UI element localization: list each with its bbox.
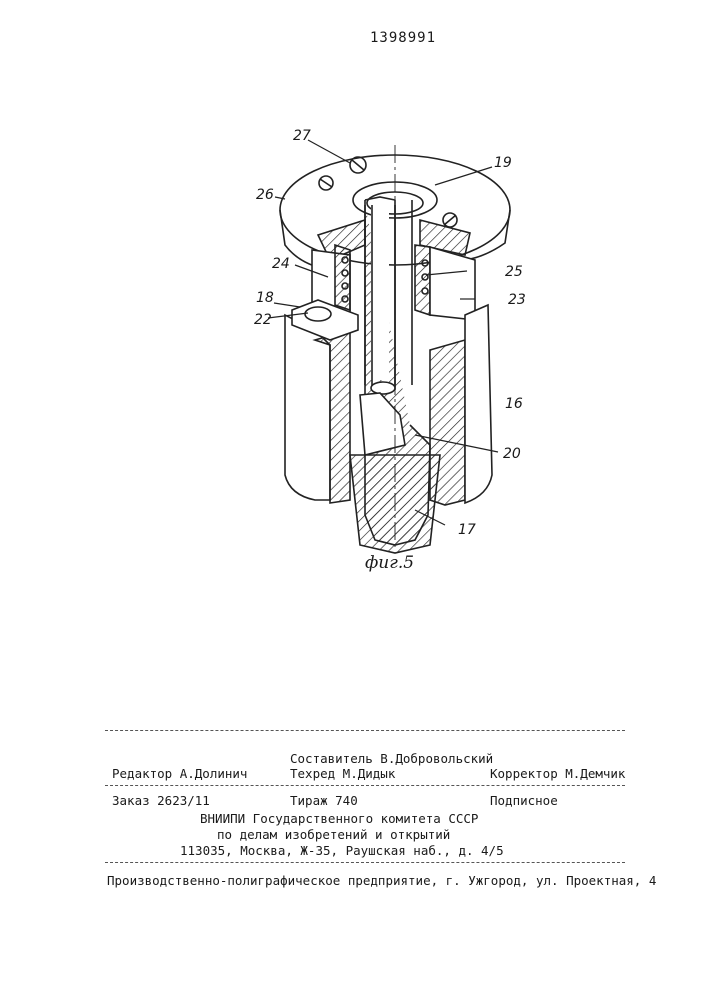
print-run-line: Тираж 740 bbox=[290, 793, 358, 808]
separator-line bbox=[105, 862, 625, 863]
callout-20: 20 bbox=[503, 446, 521, 462]
org-line-2: по делам изобретений и открытий bbox=[217, 827, 450, 842]
callout-18: 18 bbox=[256, 290, 274, 306]
callout-16: 16 bbox=[505, 396, 523, 412]
callout-19: 19 bbox=[494, 155, 512, 171]
callout-23: 23 bbox=[508, 292, 526, 308]
editor-line: Редактор А.Долинич bbox=[112, 766, 247, 781]
org-line-1: ВНИИПИ Государственного комитета СССР bbox=[200, 811, 478, 826]
callout-22: 22 bbox=[254, 312, 272, 328]
callout-24: 24 bbox=[272, 256, 290, 272]
callout-17: 17 bbox=[458, 522, 476, 538]
subscription-line: Подписное bbox=[490, 793, 558, 808]
callout-26: 26 bbox=[256, 187, 274, 203]
org-address: 113035, Москва, Ж-35, Раушская наб., д. … bbox=[180, 843, 504, 858]
figure-caption: фиг.5 bbox=[365, 553, 414, 573]
callout-25: 25 bbox=[505, 264, 523, 280]
callout-27: 27 bbox=[293, 128, 311, 144]
technical-drawing bbox=[230, 125, 560, 555]
separator-line bbox=[105, 730, 625, 731]
corrector-line: Корректор М.Демчик bbox=[490, 766, 625, 781]
composer-line: Составитель В.Добровольский bbox=[290, 751, 493, 766]
separator-line bbox=[105, 785, 625, 786]
techred-line: Техред М.Дидык bbox=[290, 766, 395, 781]
order-line: Заказ 2623/11 bbox=[112, 793, 210, 808]
document-number: 1398991 bbox=[370, 30, 436, 46]
printer-line: Производственно-полиграфическое предприя… bbox=[107, 873, 656, 888]
